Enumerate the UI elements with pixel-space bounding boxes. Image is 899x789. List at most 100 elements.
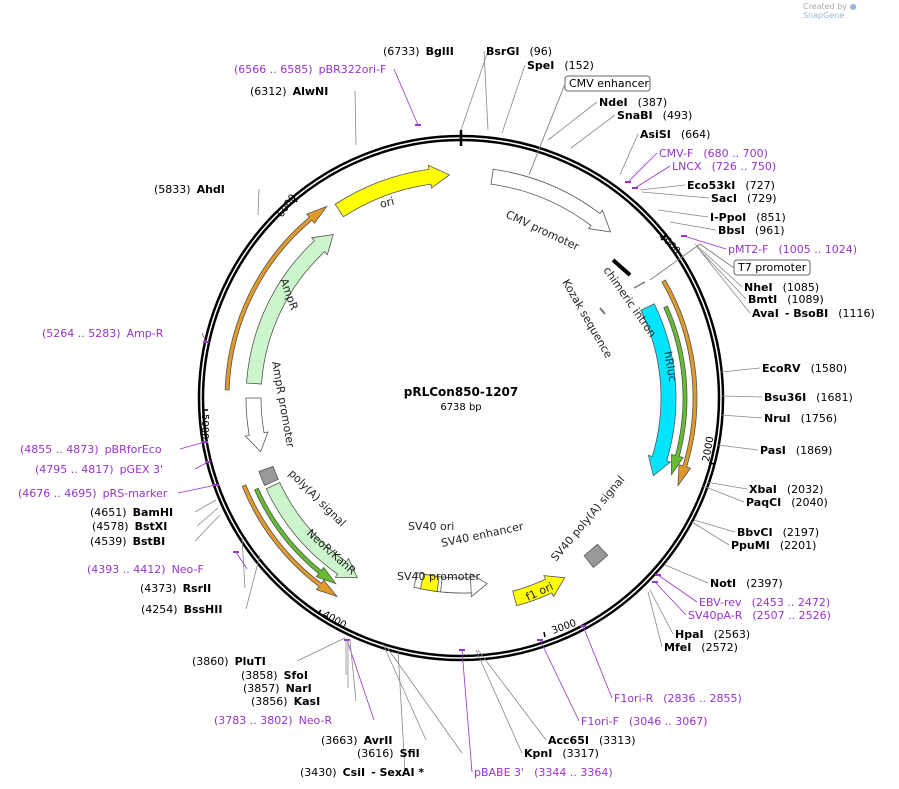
site-name: KasI [294, 695, 321, 708]
tick-2000: 2000 [701, 436, 716, 463]
site-label-ebv-rev: EBV-rev(2453 .. 2472) [655, 574, 830, 609]
site-label-i-ppoi: I-PpoI (851) [657, 209, 786, 224]
ampr-orf-line [224, 205, 328, 391]
hrluc-arrow [640, 303, 677, 477]
leader-line [694, 243, 743, 288]
site-name: SfoI [284, 669, 308, 682]
site-extra: - SexAI * [371, 766, 424, 779]
leader-line [483, 50, 489, 131]
site-label-eco53ki: Eco53kI(727) [639, 179, 775, 192]
primer-label: (4855 .. 4873) pBRforEco [20, 443, 162, 456]
cmv-enhancer-label: CMV enhancer [528, 75, 651, 176]
leader-line [693, 519, 736, 533]
primer-label: F1ori-R(2836 .. 2855) [614, 692, 742, 705]
site-label-bsshii: (4254)BssHII [141, 554, 261, 616]
leader-line [460, 50, 489, 131]
f1-ori-arrow [512, 575, 566, 607]
leader-line [461, 649, 473, 773]
primer-name: CMV-F [659, 147, 693, 160]
site-text: (3856) KasI [251, 695, 320, 708]
site-name: BamHI [133, 506, 174, 519]
leader-line [634, 165, 671, 189]
leader-line [235, 551, 248, 570]
site-text: (4373)RsrII [140, 582, 211, 595]
feature-labels: ori CMV promoter chimeric intron Kozak s… [269, 195, 679, 604]
primer-label: (5264 .. 5283)Amp-R [42, 327, 164, 340]
site-label-f1ori-f: F1ori-F(3046 .. 3067) [537, 639, 708, 728]
primer-name: pBRforEco [105, 443, 162, 456]
leader-line [720, 367, 761, 373]
neor-orf-line [241, 484, 339, 598]
site-label-hpai: HpaI(2563) [649, 589, 750, 641]
site-name: NdeI [599, 96, 628, 109]
primer-name: Neo-F [172, 563, 204, 576]
leader-line [539, 639, 580, 722]
site-pos: (3860) [192, 655, 229, 668]
site-text: (4578)BstXI [92, 520, 167, 533]
primer-label: (6566 .. 6585)pBR322ori-F [234, 63, 386, 76]
site-label-alwni: (6312)AlwNI [250, 85, 357, 146]
primer-pos: (680 .. 700) [703, 147, 768, 160]
site-label-neo-f: (4393 .. 4412)Neo-F [87, 551, 248, 576]
hrluc-orf-line [661, 279, 698, 487]
site-label-pbrforeco: (4855 .. 4873) pBRforEco [20, 441, 208, 456]
site-text: I-PpoI (851) [710, 211, 786, 224]
site-pos: (851) [756, 211, 786, 224]
leader-line [177, 484, 217, 494]
primer-label: SV40pA-R(2507 .. 2526) [688, 609, 831, 622]
site-label-bsrgi: BsrGI(96) [483, 45, 552, 131]
site-name: BmtI [748, 293, 777, 306]
site-name: AlwNI [293, 85, 329, 98]
site-pos: (387) [638, 96, 668, 109]
leader-line [669, 221, 717, 231]
label-sv40-promoter: SV40 promoter [397, 570, 481, 583]
site-name: BglII [426, 45, 454, 58]
snapgene-logo-icon: ● [849, 2, 857, 11]
leader-line [619, 133, 639, 176]
primer-pos: (3046 .. 3067) [629, 715, 708, 728]
site-text: SacI(729) [711, 192, 777, 205]
primer-name: pBR322ori-F [319, 63, 387, 76]
ampr-promoter-arrow [244, 397, 269, 453]
site-name: NheI [744, 281, 773, 294]
leader-line [657, 574, 698, 603]
label-ampr-promoter: AmpR promoter [269, 360, 297, 449]
site-pos: (1681) [816, 391, 853, 404]
site-pos: (3856) [251, 695, 288, 708]
site-label-saci: SacI(729) [641, 191, 777, 205]
cmv-promoter-arrow [490, 168, 612, 233]
site-name: AvaI [752, 307, 779, 320]
site-pos: (961) [755, 224, 785, 237]
site-pos: (3858) [241, 669, 278, 682]
tick-6000: 6000 [275, 193, 299, 220]
site-pos: (2032) [787, 483, 824, 496]
primer-pos: (4795 .. 4817) [35, 463, 114, 476]
leader-line [245, 554, 261, 610]
site-name: NarI [286, 682, 312, 695]
primer-name: pGEX 3' [120, 463, 164, 476]
site-text: Eco53kI(727) [687, 179, 775, 192]
site-label-bmti: BmtI(1089) [695, 245, 824, 306]
primer-pos: (3344 .. 3364) [534, 766, 613, 779]
primer-label: (4676 .. 4695)pRS-marker [18, 487, 168, 500]
leader-line [654, 581, 687, 616]
primer-pos: (3783 .. 3802) [214, 714, 293, 727]
site-label-sfoi: (3858) SfoI [241, 639, 347, 682]
leader-line [691, 521, 730, 546]
site-text: Acc65I(3313) [548, 734, 636, 747]
primer-name: pBABE 3' [474, 766, 524, 779]
credit-brand: SnapGene [803, 11, 845, 20]
site-text: SpeI(152) [527, 59, 594, 72]
label-sv40-ori: SV40 ori [408, 520, 454, 533]
leader-line [627, 152, 658, 183]
site-name: I-PpoI [710, 211, 746, 224]
leader-line [475, 649, 523, 754]
credit: Created by ● SnapGene [803, 2, 899, 20]
primer-pos: (4855 .. 4873) [20, 443, 99, 456]
site-pos: (3663) [321, 734, 358, 747]
t7-promoter-text: T7 promoter [737, 261, 807, 274]
sv40-polya-right-block [583, 543, 609, 568]
site-name: SacI [711, 192, 737, 205]
site-name: BbsI [718, 224, 745, 237]
